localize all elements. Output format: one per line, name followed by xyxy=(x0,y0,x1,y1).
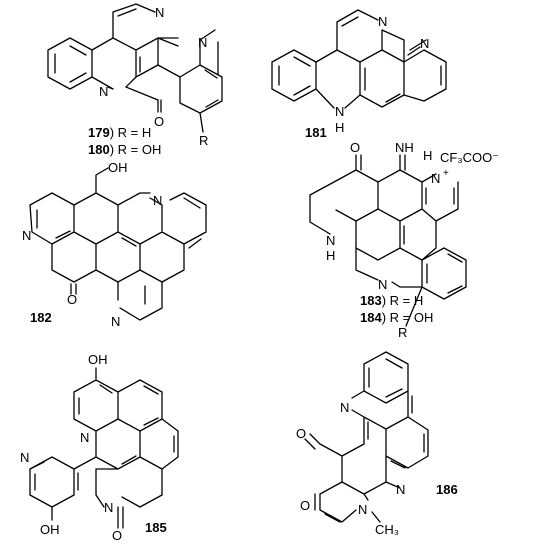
structure-186: N N N O O CH₃ 186 xyxy=(296,351,458,537)
caption-181: 181 xyxy=(305,125,327,140)
atom-o: O xyxy=(112,528,122,543)
atom-n2: N xyxy=(198,35,207,50)
structure-183-184: O NH H N + CF₃COO⁻ N N H R 183) R = H 18… xyxy=(309,140,499,340)
atom-h-amine: H xyxy=(326,248,335,263)
atom-n3: N xyxy=(99,84,108,99)
atom-plus: + xyxy=(443,168,449,179)
counterion: CF₃COO⁻ xyxy=(440,150,499,165)
atom-n2: N xyxy=(420,36,429,51)
atom-n2: N xyxy=(153,193,162,208)
atom-n2: N xyxy=(20,450,29,465)
caption-183: 183) R = H xyxy=(360,293,423,308)
caption-182: 182 xyxy=(30,310,52,325)
atom-n2: N xyxy=(396,482,405,497)
bonds-182 xyxy=(29,167,207,321)
atom-oh-top: OH xyxy=(88,352,108,367)
bonds-179-180 xyxy=(47,3,223,133)
caption-185: 185 xyxy=(145,520,167,535)
atom-h: H xyxy=(335,120,344,135)
structure-179-180: N N N O R 179) R = H 180) R = OH xyxy=(47,3,223,157)
atom-n-ring: N xyxy=(378,277,387,292)
atom-o1: O xyxy=(296,426,306,441)
atom-n1: N xyxy=(80,430,89,445)
atom-n3: N xyxy=(358,502,367,517)
structure-185: OH N N N OH O 185 xyxy=(20,352,179,543)
atom-n1: N xyxy=(155,5,164,20)
atom-n3: N xyxy=(335,104,344,119)
atom-n3: N xyxy=(111,314,120,329)
atom-o2: O xyxy=(300,498,310,513)
atom-n1: N xyxy=(378,14,387,29)
atom-nplus: N xyxy=(431,171,440,186)
atom-r: R xyxy=(398,325,407,340)
atom-ch3: CH₃ xyxy=(375,522,399,537)
atom-nh: NH xyxy=(395,140,414,155)
caption-179: 179) R = H xyxy=(88,125,151,140)
caption-180: 180) R = OH xyxy=(88,142,161,157)
atom-oh: OH xyxy=(108,160,128,175)
bonds-183-184 xyxy=(309,154,467,300)
atom-r: R xyxy=(199,133,208,148)
atom-oh-bottom: OH xyxy=(40,522,60,537)
atom-o: O xyxy=(67,292,77,307)
bonds-185 xyxy=(29,367,179,529)
atom-h: H xyxy=(423,148,432,163)
bonds-181 xyxy=(271,9,447,109)
structure-181: N N N H 181 xyxy=(271,9,447,140)
atom-n1: N xyxy=(22,228,31,243)
atom-n-amine: N xyxy=(326,233,335,248)
atom-n1: N xyxy=(340,400,349,415)
caption-184: 184) R = OH xyxy=(360,310,433,325)
atom-o: O xyxy=(350,140,360,155)
atom-o: O xyxy=(154,114,164,129)
bonds-186 xyxy=(304,351,429,523)
bond-r-184 xyxy=(405,286,423,327)
atom-n3: N xyxy=(104,500,113,515)
caption-186: 186 xyxy=(436,482,458,497)
structure-182: OH N N N O 182 xyxy=(22,160,207,329)
